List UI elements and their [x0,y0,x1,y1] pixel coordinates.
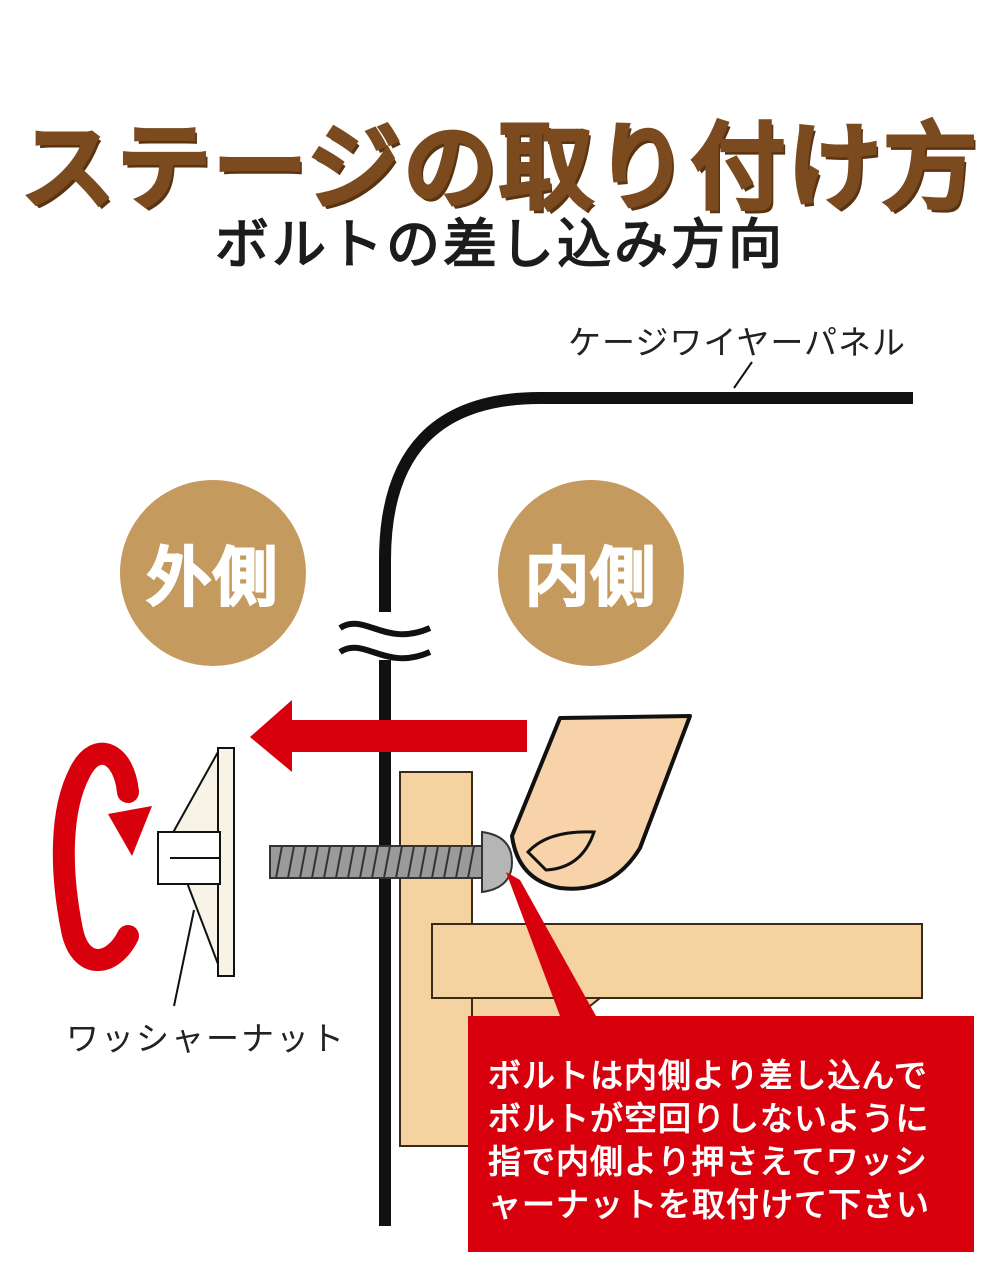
note-line: 指で内側より押さえてワッシ [488,1142,928,1181]
cage-wire [338,392,913,1226]
outside-badge: 外側 [120,480,306,666]
finger [510,714,692,891]
page-subtitle: ボルトの差し込み方向 [215,213,785,276]
wood-stage [399,771,923,1147]
cage-wire-panel-label: ケージワイヤーパネル [568,323,907,362]
note-line: ボルトは内側より差し込んで [488,1056,928,1095]
callout-pointer [506,872,596,1016]
rotation-arrow [52,742,152,971]
washer-nut-label: ワッシャーナット [66,1019,346,1058]
panel-leader-line [733,361,753,389]
washer-nut [157,747,235,977]
outside-badge-label: 外側 [146,541,279,617]
direction-arrow [250,700,527,772]
bolt [269,830,514,894]
wood-board [431,923,923,999]
instruction-note: ボルトは内側より差し込んで ボルトが空回りしないように 指で内側より押さえてワッ… [468,1016,974,1252]
note-line: ボルトが空回りしないように [488,1099,930,1138]
inside-badge: 内側 [498,480,684,666]
inside-badge-label: 内側 [524,541,657,617]
page-title: ステージの取り付け方 [19,113,980,225]
note-line: ャーナットを取付けて下さい [488,1185,930,1224]
washer-leader-line [173,909,195,1007]
